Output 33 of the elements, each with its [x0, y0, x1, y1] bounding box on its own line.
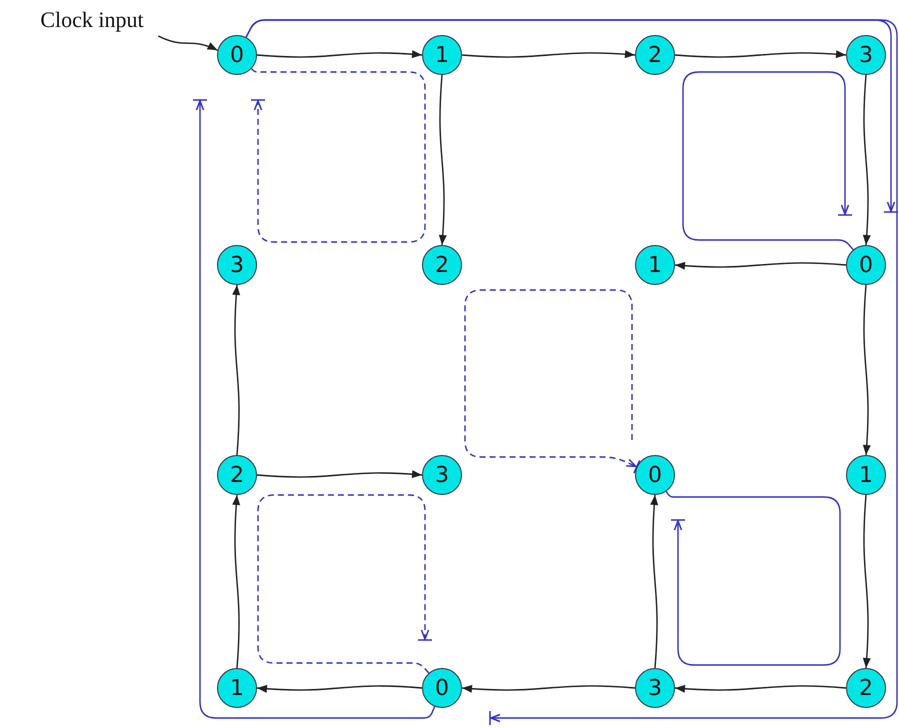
- phase-circle: 1: [217, 668, 257, 708]
- wavy-arrow: [256, 684, 422, 693]
- wavy-arrow: [650, 494, 658, 668]
- wavy-arrow: [462, 684, 636, 693]
- phase-circle: 1: [635, 245, 675, 285]
- wavy-arrow: [674, 50, 846, 58]
- phase-circle: 2: [846, 668, 886, 708]
- phase-circle: 1: [422, 35, 462, 75]
- wavy-arrow: [674, 684, 846, 693]
- wavy-arrow: [232, 284, 240, 456]
- phase-circle: 2: [635, 35, 675, 75]
- phase-circle: 0: [635, 455, 675, 495]
- wavy-arrow: [462, 50, 636, 58]
- phase-circle: 0: [217, 35, 257, 75]
- phase-circle: 0: [846, 245, 886, 285]
- phase-circle: 3: [217, 245, 257, 285]
- phase-circle: 3: [635, 668, 675, 708]
- wavy-arrow: [256, 50, 422, 58]
- phase-circle: 1: [846, 455, 886, 495]
- wavy-arrow: [862, 74, 871, 246]
- wavy-arrow: [862, 284, 871, 456]
- phase-circle: 2: [217, 455, 257, 495]
- wavy-arrow: [232, 494, 240, 668]
- phase-circle: 3: [846, 35, 886, 75]
- phase-circle: 0: [422, 668, 462, 708]
- phase-circle: 2: [422, 245, 462, 285]
- wavy-arrow: [862, 494, 871, 668]
- wavy-arrow: [438, 74, 447, 246]
- wavy-arrow: [256, 470, 422, 478]
- wavy-arrow: [674, 262, 846, 270]
- phase-circle: 3: [422, 455, 462, 495]
- wavy-arrow: [158, 35, 218, 51]
- input-label: Clock input: [12, 4, 172, 36]
